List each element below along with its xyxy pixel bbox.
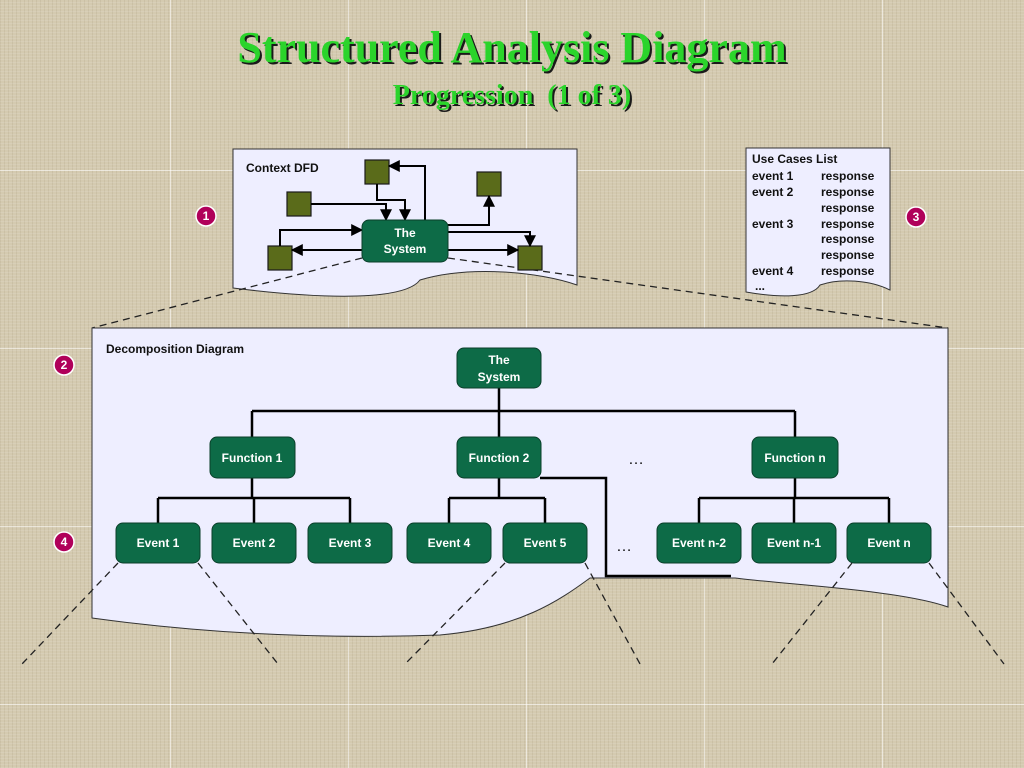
root-system-label-line2: System [478,370,521,384]
event-label: Event 3 [329,536,372,550]
event-label: Event 4 [428,536,471,550]
zoom-line-left [91,257,363,329]
use-case-response: response [821,264,875,278]
root-system-node: The System [456,347,542,389]
step-badge-2: 2 [53,354,75,376]
use-case-event: event 1 [752,169,794,183]
external-entity [517,245,543,271]
use-case-event: event 3 [752,217,794,231]
context-system-label-line2: System [384,242,427,256]
events-ellipsis: … [616,538,632,555]
context-dfd-label: Context DFD [246,161,319,175]
event-node: Event 1 [115,522,201,564]
background-gridline [0,704,1024,705]
step-badge-4: 4 [53,531,75,553]
root-system-label-line1: The [488,353,510,367]
step-badge-3: 3 [905,206,927,228]
function-label: Function n [764,451,825,465]
external-entity [364,159,390,185]
event-label: Event 2 [233,536,276,550]
use-case-response: response [821,248,875,262]
use-case-response: response [821,232,875,246]
event-node: Event 3 [307,522,393,564]
function-label: Function 1 [222,451,283,465]
external-entity [476,171,502,197]
context-system-label-line1: The [394,226,416,240]
external-entity [267,245,293,271]
step-badge-number: 3 [913,210,920,224]
step-badge-number: 1 [203,209,210,223]
use-case-response: response [821,201,875,215]
event-node: Event n [846,522,932,564]
decomposition-connectors [156,388,891,578]
step-badge-number: 4 [61,535,68,549]
use-case-response: response [821,217,875,231]
event-node: Event 2 [211,522,297,564]
context-data-flows [279,160,536,256]
event-node: Event n-1 [751,522,837,564]
event-node: Event n-2 [656,522,742,564]
external-entity [286,191,312,217]
use-case-response: response [821,169,875,183]
use-case-event: event 4 [752,264,794,278]
function-node: Function 2 [456,436,542,479]
step-badge-number: 2 [61,358,68,372]
function-node: Function n [751,436,839,479]
event-label: Event n-1 [767,536,821,550]
use-cases-panel [745,147,891,297]
functions-ellipsis: … [628,451,644,468]
use-cases-rows: event 1 response event 2 response respon… [752,169,875,293]
context-system-node: The System [361,219,449,263]
event-label: Event 5 [524,536,567,550]
event-node: Event 5 [502,522,588,564]
function-label: Function 2 [469,451,530,465]
event-label: Event 1 [137,536,180,550]
event-zoom-lines [21,562,1005,665]
use-case-event: event 2 [752,185,794,199]
use-cases-title: Use Cases List [752,152,837,166]
use-case-response: response [821,185,875,199]
event-label: Event n-2 [672,536,726,550]
slide-title: Structured Analysis Diagram [237,23,787,72]
event-node: Event 4 [406,522,492,564]
slide-subtitle: Progression (1 of 3) [392,80,632,111]
use-cases-more: ... [755,279,765,293]
step-badge-1: 1 [195,205,217,227]
function-node: Function 1 [209,436,296,479]
decomposition-label: Decomposition Diagram [106,342,244,356]
event-label: Event n [867,536,910,550]
